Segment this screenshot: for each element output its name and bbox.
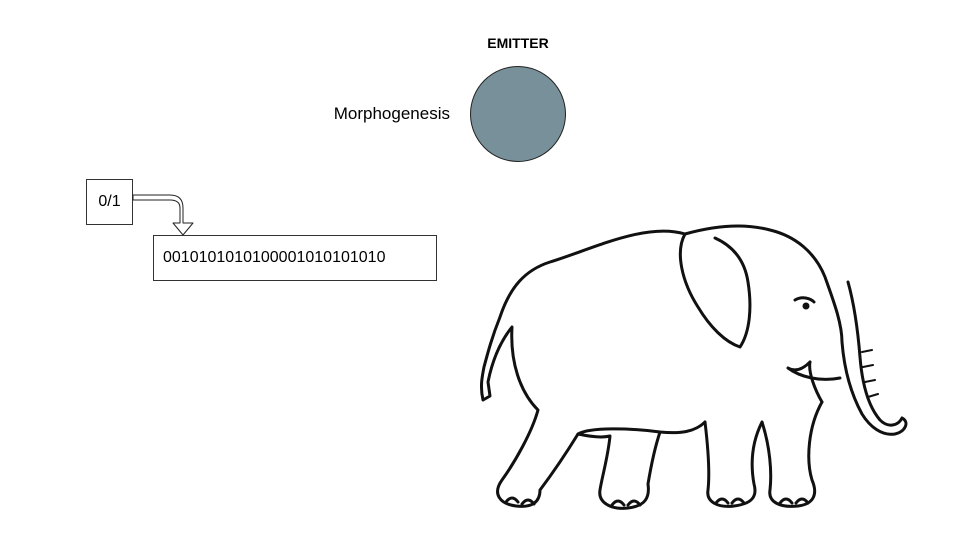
emitter-circle [470, 66, 566, 162]
bent-arrow-icon [132, 194, 194, 236]
binary-sequence-box: 0010101010100001010101010 [153, 235, 437, 281]
binary-sequence-text: 0010101010100001010101010 [163, 249, 386, 266]
bit-box-label: 0/1 [98, 193, 121, 210]
morphogenesis-label: Morphogenesis [333, 104, 450, 123]
emitter-title: EMITTER [487, 35, 549, 51]
elephant-icon [479, 224, 908, 510]
bit-box: 0/1 [86, 179, 133, 225]
